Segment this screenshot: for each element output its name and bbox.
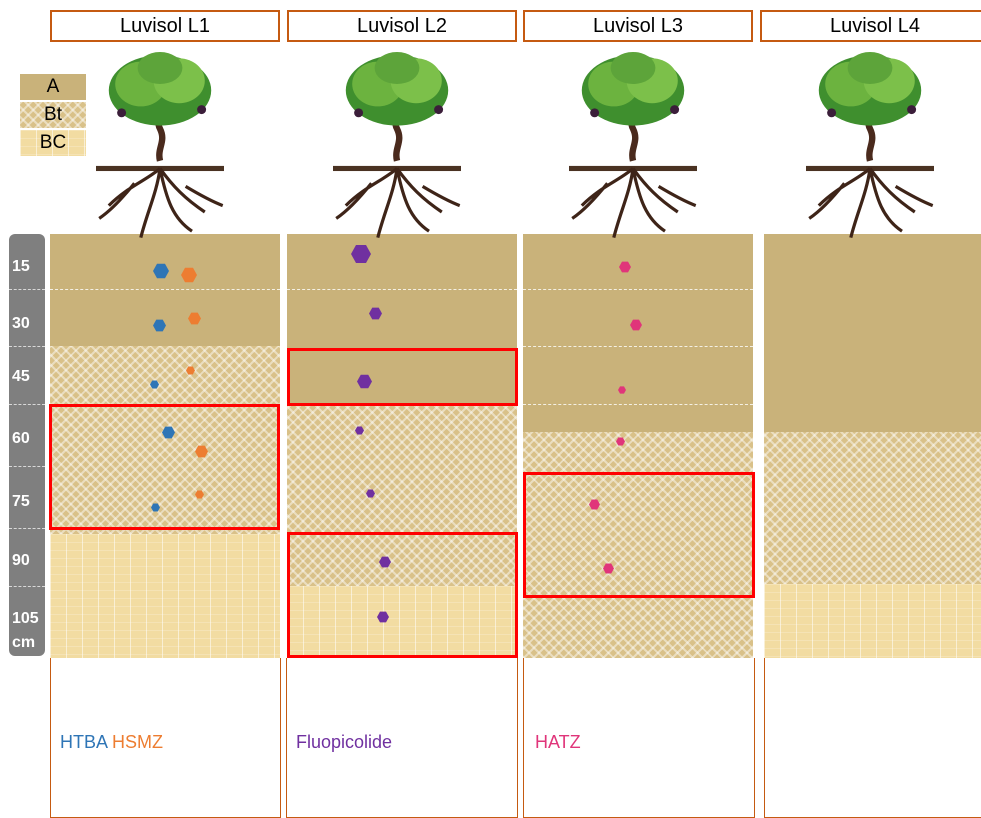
depth-label-105: 105 bbox=[12, 610, 39, 627]
hsmz-marker bbox=[195, 445, 208, 458]
fluopicolide-marker bbox=[351, 245, 371, 263]
depth-scale bbox=[9, 234, 45, 656]
grapevine-icon bbox=[538, 52, 728, 244]
hsmz-marker bbox=[181, 267, 197, 283]
htba-marker bbox=[151, 503, 160, 512]
depth-label-30: 30 bbox=[12, 315, 30, 332]
horizon-bc bbox=[287, 586, 517, 658]
depth-label-60: 60 bbox=[12, 430, 30, 447]
highlight-box-l2-lower bbox=[287, 532, 518, 658]
soil-profile-l2 bbox=[287, 234, 517, 658]
horizon-a bbox=[523, 234, 753, 432]
legend-item-a: A bbox=[20, 74, 86, 100]
highlight-box-l3 bbox=[523, 472, 755, 598]
grapevine-icon bbox=[302, 52, 492, 244]
hsmz-marker bbox=[186, 366, 195, 375]
grapevine-icon bbox=[96, 52, 224, 238]
column-title-l2: Luvisol L2 bbox=[287, 10, 517, 42]
hatz-marker bbox=[619, 261, 631, 273]
htba-marker bbox=[153, 263, 169, 279]
compound-label-l2: Fluopicolide bbox=[296, 732, 392, 753]
depth-gridline bbox=[9, 528, 45, 529]
column-title-l1: Luvisol L1 bbox=[50, 10, 280, 42]
horizon-a bbox=[50, 234, 280, 346]
depth-gridline bbox=[9, 404, 45, 405]
htba-marker bbox=[150, 380, 159, 389]
hatz-marker bbox=[589, 499, 600, 510]
hatz-marker bbox=[630, 319, 642, 331]
depth-unit: cm bbox=[12, 634, 36, 651]
compound-label-l3: HATZ bbox=[535, 732, 581, 753]
depth-label-45: 45 bbox=[12, 368, 30, 385]
soil-profile-l4 bbox=[764, 234, 981, 658]
hatz-label: HATZ bbox=[535, 732, 581, 752]
depth-gridline bbox=[9, 586, 45, 587]
horizon-bt bbox=[523, 432, 753, 658]
fluopicolide-marker bbox=[355, 426, 364, 435]
bottom-panel-l4 bbox=[764, 658, 981, 818]
horizon-bt bbox=[764, 432, 981, 584]
horizon-bt bbox=[50, 346, 280, 534]
fluopicolide-marker bbox=[369, 307, 382, 320]
hsmz-label: HSMZ bbox=[112, 732, 164, 752]
hatz-marker bbox=[603, 563, 614, 574]
grapevine-icon bbox=[775, 52, 965, 244]
highlight-box-l2-upper bbox=[287, 348, 518, 406]
fluopicolide-marker bbox=[379, 556, 391, 568]
depth-label-90: 90 bbox=[12, 552, 30, 569]
highlight-box-l1 bbox=[49, 404, 280, 530]
horizon-bc bbox=[764, 584, 981, 658]
depth-divider bbox=[287, 289, 517, 290]
hsmz-marker bbox=[188, 312, 201, 325]
depth-divider bbox=[523, 346, 753, 347]
depth-divider bbox=[523, 404, 753, 405]
hatz-marker bbox=[616, 437, 625, 446]
depth-gridline bbox=[9, 289, 45, 290]
hatz-marker bbox=[618, 386, 626, 394]
depth-label-75: 75 bbox=[12, 493, 30, 510]
horizon-a bbox=[764, 234, 981, 432]
soil-profile-l3 bbox=[523, 234, 753, 658]
depth-gridline bbox=[9, 346, 45, 347]
soil-profile-l1 bbox=[50, 234, 280, 658]
compound-label-l1: HTBA HSMZ bbox=[60, 732, 163, 753]
legend-item-bt: Bt bbox=[20, 102, 86, 128]
horizon-bt bbox=[287, 406, 517, 586]
legend-item-bc: BC bbox=[20, 130, 86, 156]
hsmz-marker bbox=[195, 490, 204, 499]
horizon-bc bbox=[50, 534, 280, 658]
column-title-l3: Luvisol L3 bbox=[523, 10, 753, 42]
fluopicolide-label: Fluopicolide bbox=[296, 732, 393, 752]
fluopicolide-marker bbox=[366, 489, 375, 498]
depth-label-15: 15 bbox=[12, 258, 30, 275]
fluopicolide-marker bbox=[377, 611, 389, 623]
fluopicolide-marker bbox=[357, 374, 372, 389]
htba-marker bbox=[162, 426, 175, 439]
depth-divider bbox=[50, 289, 280, 290]
htba-label: HTBA bbox=[60, 732, 108, 752]
depth-divider bbox=[523, 289, 753, 290]
horizon-a bbox=[287, 234, 517, 406]
column-title-l4: Luvisol L4 bbox=[760, 10, 981, 42]
depth-gridline bbox=[9, 466, 45, 467]
htba-marker bbox=[153, 319, 166, 332]
